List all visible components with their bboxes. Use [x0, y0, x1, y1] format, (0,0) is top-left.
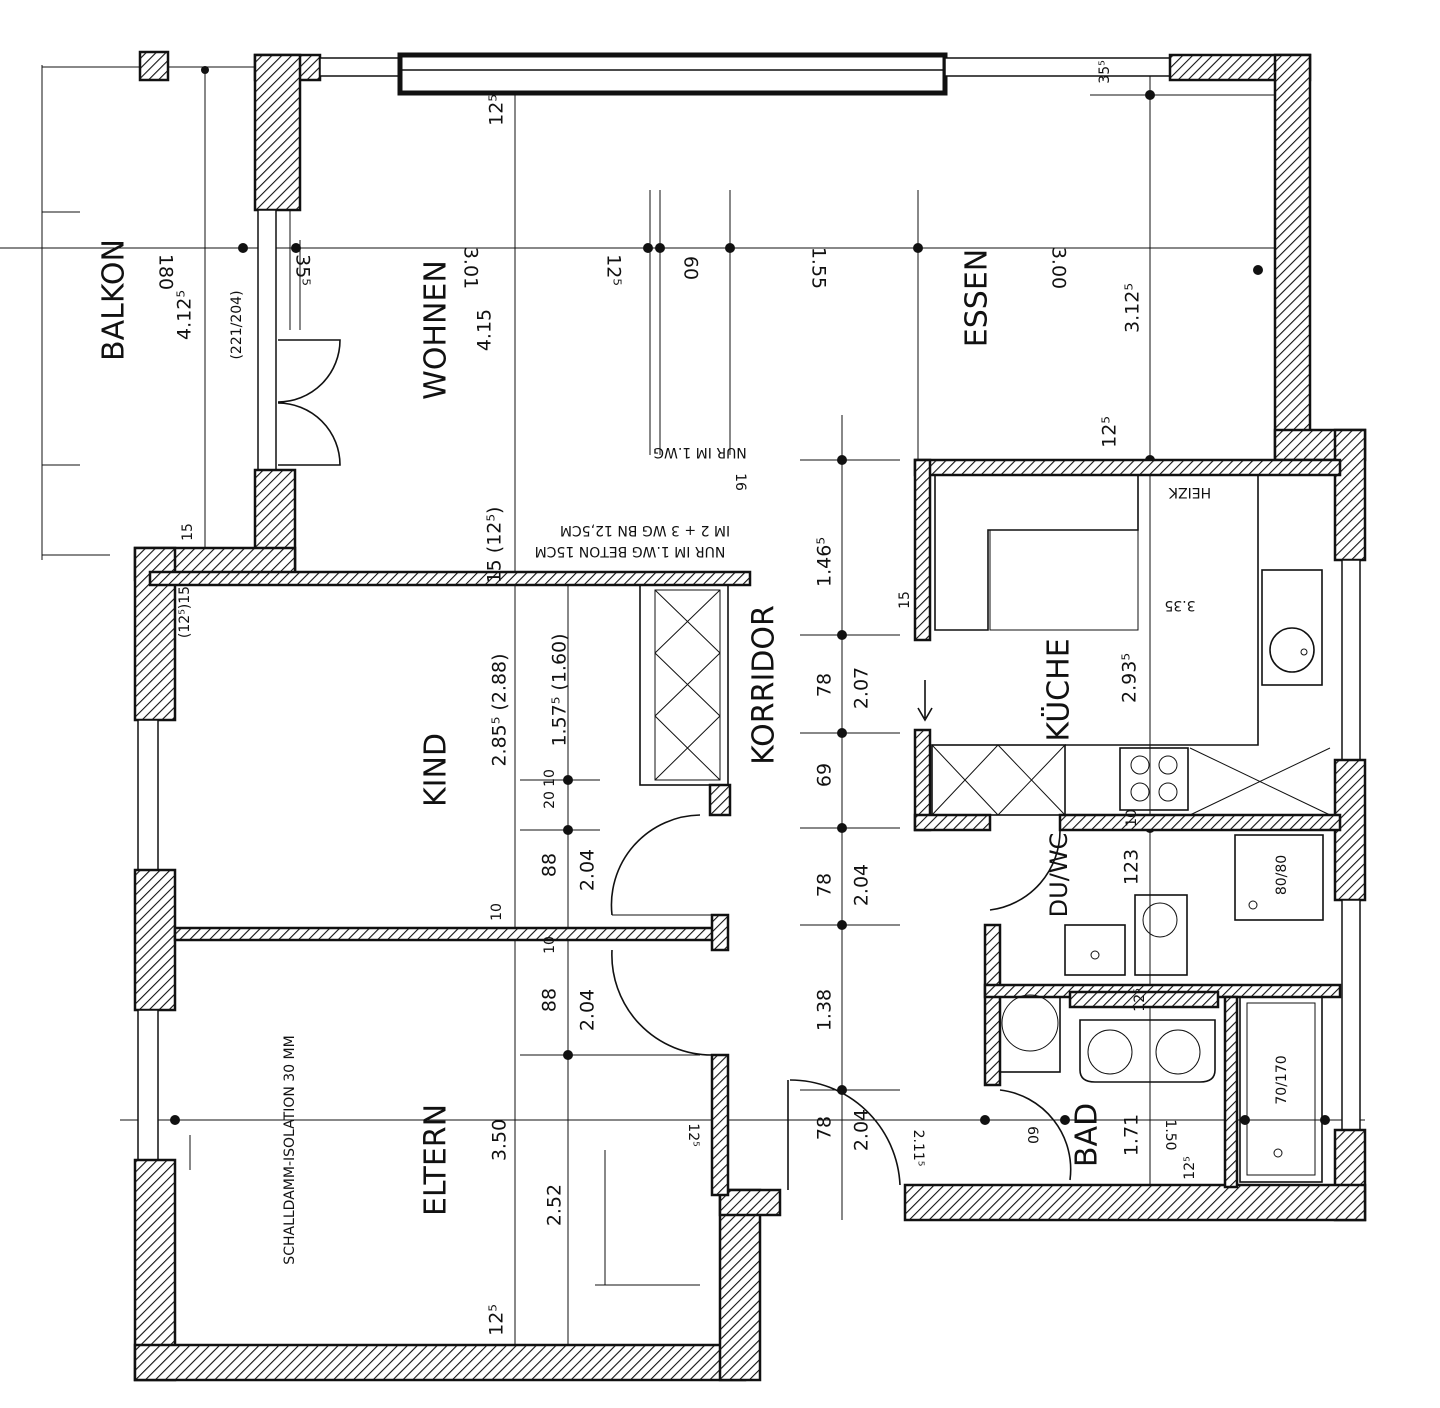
dim-label: 1.46⁵	[814, 537, 836, 587]
room-label-du-wc: DU/WC	[1045, 833, 1073, 918]
dim-label: 88	[539, 853, 561, 877]
dim-label: 1.71	[1121, 1114, 1143, 1156]
dim-label: 3.00	[1048, 247, 1070, 289]
dim-label: 180	[155, 254, 177, 290]
dim-label: 12⁵	[1099, 416, 1121, 448]
balcony-post	[138, 50, 170, 82]
dim-label: 60	[1024, 1126, 1040, 1144]
dim-label: 4.12⁵	[174, 290, 196, 340]
note-beton-line1: NUR IM 1.WG BETON 15CM	[535, 543, 726, 559]
balcony	[41, 50, 255, 560]
dim-label: 15	[897, 591, 913, 609]
dim-label: 78	[814, 873, 836, 897]
dim-label: 60	[680, 256, 702, 280]
dim-label: 15 (12⁵)	[484, 507, 506, 584]
dim-label: 123	[1121, 849, 1143, 885]
room-label-balkon: BALKON	[97, 239, 132, 361]
room-label-kind: KIND	[419, 733, 454, 807]
dim-label: 1.57⁵ (1.60)	[549, 633, 571, 746]
room-label-bad: BAD	[1070, 1103, 1105, 1167]
bathtub-size-label: 70/170	[1274, 1055, 1290, 1104]
note-schalldamm: SCHALLDAMM-ISOLATION 30 MM	[282, 1035, 298, 1264]
dim-label: 12⁵	[486, 1304, 508, 1336]
room-label-korridor: KORRIDOR	[747, 605, 782, 765]
dim-label: 35⁵	[1097, 60, 1113, 83]
dim-label: 12⁵	[685, 1123, 701, 1146]
walls	[133, 52, 1367, 1382]
dim-label: 2.85⁵ (2.88)	[489, 653, 511, 766]
dim-label: 1.50	[1162, 1119, 1178, 1150]
dim-label: (221/204)	[229, 290, 245, 359]
dim-label: (12⁵)15	[177, 586, 193, 638]
dim-label: 2.93⁵	[1119, 653, 1141, 703]
dim-label: 10	[542, 936, 558, 954]
wardrobe	[639, 584, 729, 786]
dim-label: 35⁵	[292, 254, 314, 286]
room-label-eltern: ELTERN	[419, 1104, 454, 1216]
dim-label: 12⁵	[486, 94, 508, 126]
dim-label: 2.04	[851, 864, 873, 906]
dim-label: 4.15	[474, 309, 496, 351]
room-label-wohnen: WOHNEN	[419, 260, 454, 400]
room-label-essen: ESSEN	[960, 249, 995, 347]
dim-label: 2.11⁵	[910, 1130, 926, 1167]
dim-label: 88	[539, 988, 561, 1012]
dim-label: 12⁵	[1182, 1156, 1198, 1179]
note-beton-line2: IM 2 + 3 WG BN 12,5CM	[560, 522, 730, 538]
note-heizk: HEIZK	[1168, 484, 1211, 500]
dim-label: 15	[180, 523, 196, 541]
bathroom-fixtures	[999, 834, 1324, 1183]
dim-label: 3.12⁵	[1122, 283, 1144, 333]
dim-label: 78	[814, 673, 836, 697]
room-labels: BALKON WOHNEN ESSEN KÜCHE KORRIDOR KIND …	[97, 239, 1105, 1216]
dim-label: 3.35	[1164, 597, 1195, 613]
dim-label: 10	[1124, 809, 1140, 827]
kitchen-furniture	[931, 474, 1331, 816]
shower-size-label: 80/80	[1274, 855, 1290, 895]
dim-label: 1.55	[808, 247, 830, 289]
dim-label: 3.50	[489, 1119, 511, 1161]
dim-label: 12⁵	[1132, 988, 1148, 1011]
dim-label: 12⁵	[603, 254, 625, 286]
note-nur-im-1wg: NUR IM 1.WG	[653, 444, 747, 460]
plan-notes: NUR IM 1.WG NUR IM 1.WG BETON 15CM IM 2 …	[282, 444, 1290, 1265]
dim-label: 2.52	[544, 1184, 566, 1226]
dim-label: 16	[732, 473, 748, 491]
dim-label: 3.01	[460, 247, 482, 289]
dim-label: 1.38	[814, 989, 836, 1031]
dimension-labels: 180 4.12⁵ (221/204) 35⁵ 3.01 4.15 12⁵ 12…	[155, 60, 1199, 1336]
dim-label: 69	[814, 763, 836, 787]
dim-label: 78	[814, 1116, 836, 1140]
doors	[277, 339, 1072, 1190]
dim-label: 2.04	[851, 1109, 873, 1151]
dim-label: 2.07	[851, 667, 873, 709]
dim-label: 2.04	[577, 989, 599, 1031]
dim-label: 10	[542, 769, 558, 787]
room-label-kueche: KÜCHE	[1041, 638, 1077, 741]
dim-label: 10	[489, 903, 505, 921]
dim-label: 20	[542, 791, 558, 809]
dim-label: 2.04	[577, 849, 599, 891]
